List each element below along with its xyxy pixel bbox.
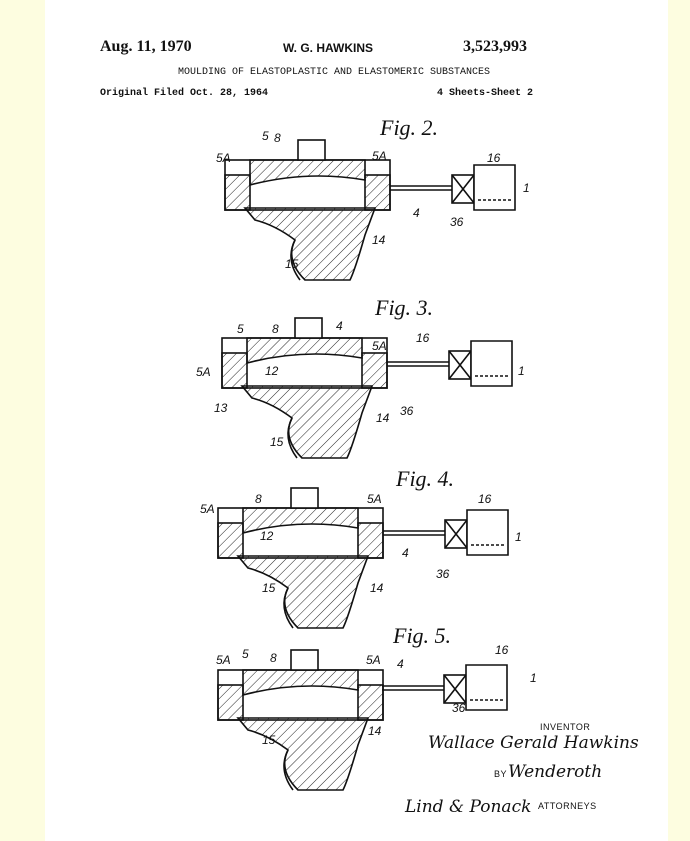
ref-label: 4 [397, 657, 404, 671]
ref-label: 1 [518, 364, 525, 378]
ref-label: 16 [478, 492, 492, 506]
figure-caption: Fig. 2. [379, 115, 438, 140]
ref-label: 5A [366, 653, 381, 667]
ref-label: 12 [265, 364, 279, 378]
ref-label: 14 [368, 724, 382, 738]
ref-label: 8 [270, 651, 277, 665]
ref-label: 14 [372, 233, 386, 247]
ref-label: 5A [367, 492, 382, 506]
ref-label: 8 [274, 131, 281, 145]
ref-label: 4 [413, 206, 420, 220]
ref-label: 36 [452, 701, 466, 715]
ref-label: 14 [376, 411, 390, 425]
ref-label: 5 [242, 647, 249, 661]
ref-label: 16 [487, 151, 501, 165]
ref-label: 5 [237, 322, 244, 336]
ref-label: 36 [450, 215, 464, 229]
figure-3: Fig. 3. 5 8 4 5A 16 5A 12 1 13 36 14 15 [196, 295, 525, 458]
inventor-label: INVENTOR [540, 722, 590, 732]
ref-label: 5A [372, 149, 387, 163]
figure-caption: Fig. 3. [374, 295, 433, 320]
attorneys-signature: Lind & Ponack [404, 797, 531, 817]
ref-label: 15 [285, 257, 299, 271]
ref-label: 14 [370, 581, 384, 595]
ref-label: 16 [495, 643, 509, 657]
ref-label: 5A [216, 653, 231, 667]
figure-caption: Fig. 4. [395, 466, 454, 491]
attorneys-label: ATTORNEYS [538, 801, 597, 811]
ref-label: 13 [214, 401, 228, 415]
inventor-signature: Wallace Gerald Hawkins [428, 733, 639, 753]
ref-label: 36 [436, 567, 450, 581]
ref-label: 8 [272, 322, 279, 336]
ref-label: 15 [262, 581, 276, 595]
by-label: BY [494, 769, 507, 779]
ref-label: 5 [262, 129, 269, 143]
ref-label: 5A [372, 339, 387, 353]
ref-label: 5A [196, 365, 211, 379]
figure-4: Fig. 4. 8 5A 5A 16 12 1 4 36 15 14 [200, 466, 522, 628]
figure-2: Fig. 2. 5 8 5A 5A 16 1 4 36 14 15 [216, 115, 530, 280]
ref-label: 5A [216, 151, 231, 165]
ref-label: 15 [262, 733, 276, 747]
ref-label: 4 [336, 319, 343, 333]
figure-caption: Fig. 5. [392, 623, 451, 648]
ref-label: 15 [270, 435, 284, 449]
figure-5: Fig. 5. 5 5A 8 5A 4 16 1 36 14 15 [216, 623, 537, 790]
ref-label: 36 [400, 404, 414, 418]
ref-label: 1 [523, 181, 530, 195]
ref-label: 1 [530, 671, 537, 685]
ref-label: 8 [255, 492, 262, 506]
ref-label: 4 [402, 546, 409, 560]
ref-label: 12 [260, 529, 274, 543]
ref-label: 5A [200, 502, 215, 516]
ref-label: 16 [416, 331, 430, 345]
signature-block: INVENTOR Wallace Gerald Hawkins BY Wende… [404, 722, 639, 817]
ref-label: 1 [515, 530, 522, 544]
by-signature: Wenderoth [508, 762, 602, 782]
